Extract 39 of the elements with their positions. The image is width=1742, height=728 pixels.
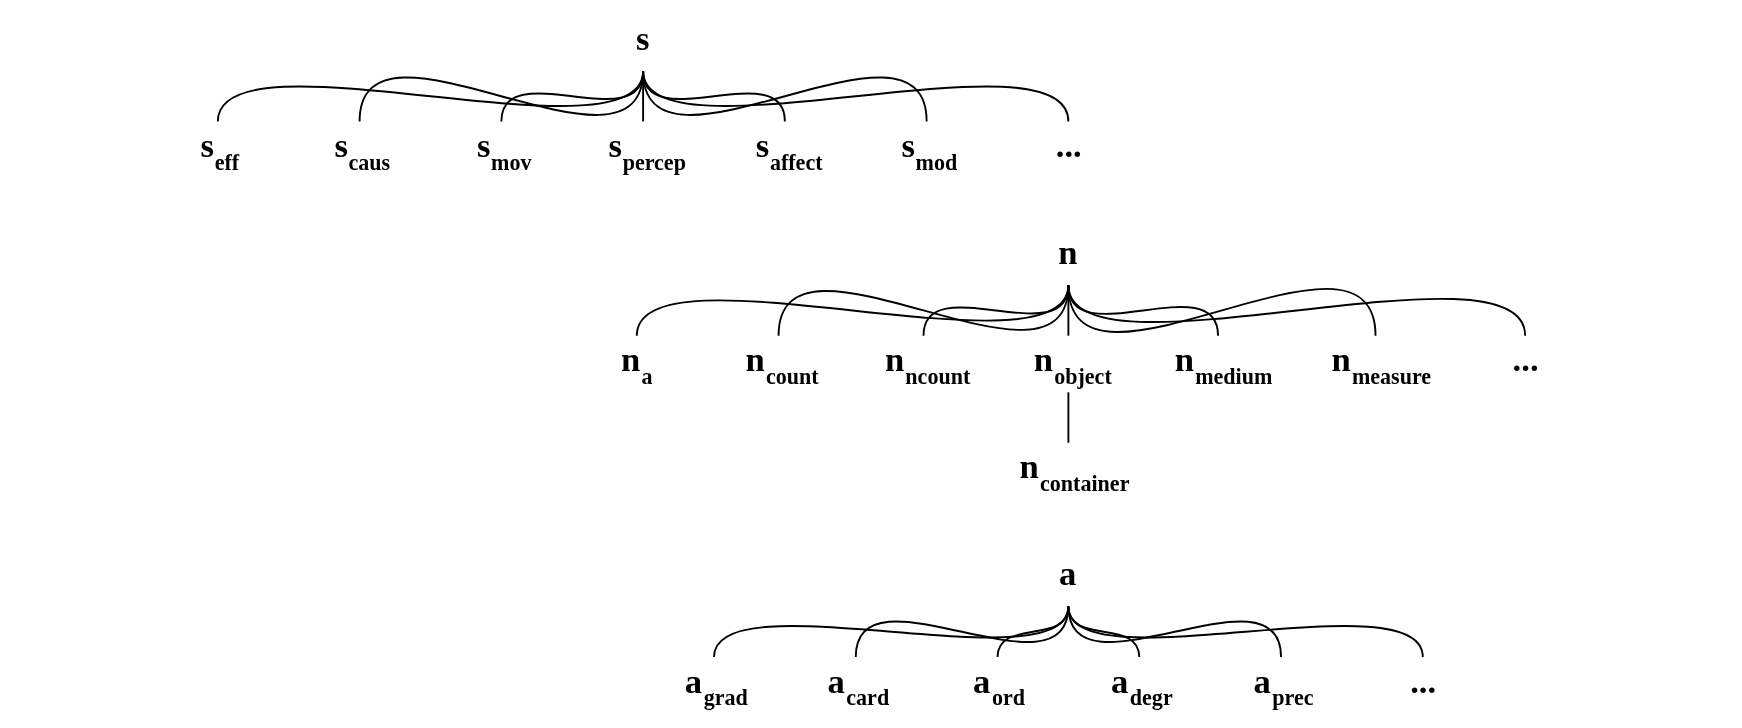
connector — [712, 605, 1069, 658]
node-text: ... — [1409, 661, 1436, 700]
node-text: a$_{grad}$ — [684, 661, 748, 711]
node-text: s — [635, 18, 650, 57]
node-text: n$_{medium}$ — [1174, 340, 1272, 389]
node-text: n$_{ncount}$ — [884, 340, 970, 389]
node-text: s$_{caus}$ — [333, 126, 390, 175]
node-text: s$_{mov}$ — [476, 126, 532, 175]
node-text: s$_{affect}$ — [755, 126, 823, 175]
node-text: n$_{measure}$ — [1330, 340, 1431, 389]
node-text: a$_{degr}$ — [1110, 661, 1173, 711]
connector — [1066, 391, 1069, 444]
node-text: ... — [1512, 340, 1539, 379]
node-text: s$_{mod}$ — [900, 126, 957, 175]
node-text: s$_{percep}$ — [607, 126, 686, 175]
connector — [1066, 605, 1424, 658]
node-text: a — [1058, 554, 1076, 593]
connector — [996, 605, 1069, 658]
connector — [1066, 605, 1140, 658]
connector — [635, 284, 1069, 337]
connector — [1066, 605, 1282, 658]
node-text: n — [1057, 233, 1077, 272]
connector — [1066, 284, 1376, 337]
node-text: n$_{container}$ — [1019, 447, 1129, 496]
node-text: n$_{a}$ — [620, 340, 653, 389]
node-text: a$_{prec}$ — [1252, 661, 1314, 711]
connector — [922, 284, 1069, 337]
node-text: n$_{object}$ — [1033, 340, 1112, 389]
connector — [1066, 284, 1069, 337]
node-text: ... — [1055, 126, 1082, 165]
connector — [1066, 284, 1219, 337]
node-text: n$_{count}$ — [744, 340, 819, 389]
connector — [641, 70, 1069, 123]
node-text: s$_{eff}$ — [200, 126, 239, 175]
node-text: a$_{ord}$ — [972, 661, 1025, 711]
node-text: a$_{card}$ — [826, 661, 889, 711]
connector — [777, 284, 1069, 337]
connector — [1066, 284, 1526, 337]
connector — [854, 605, 1069, 658]
